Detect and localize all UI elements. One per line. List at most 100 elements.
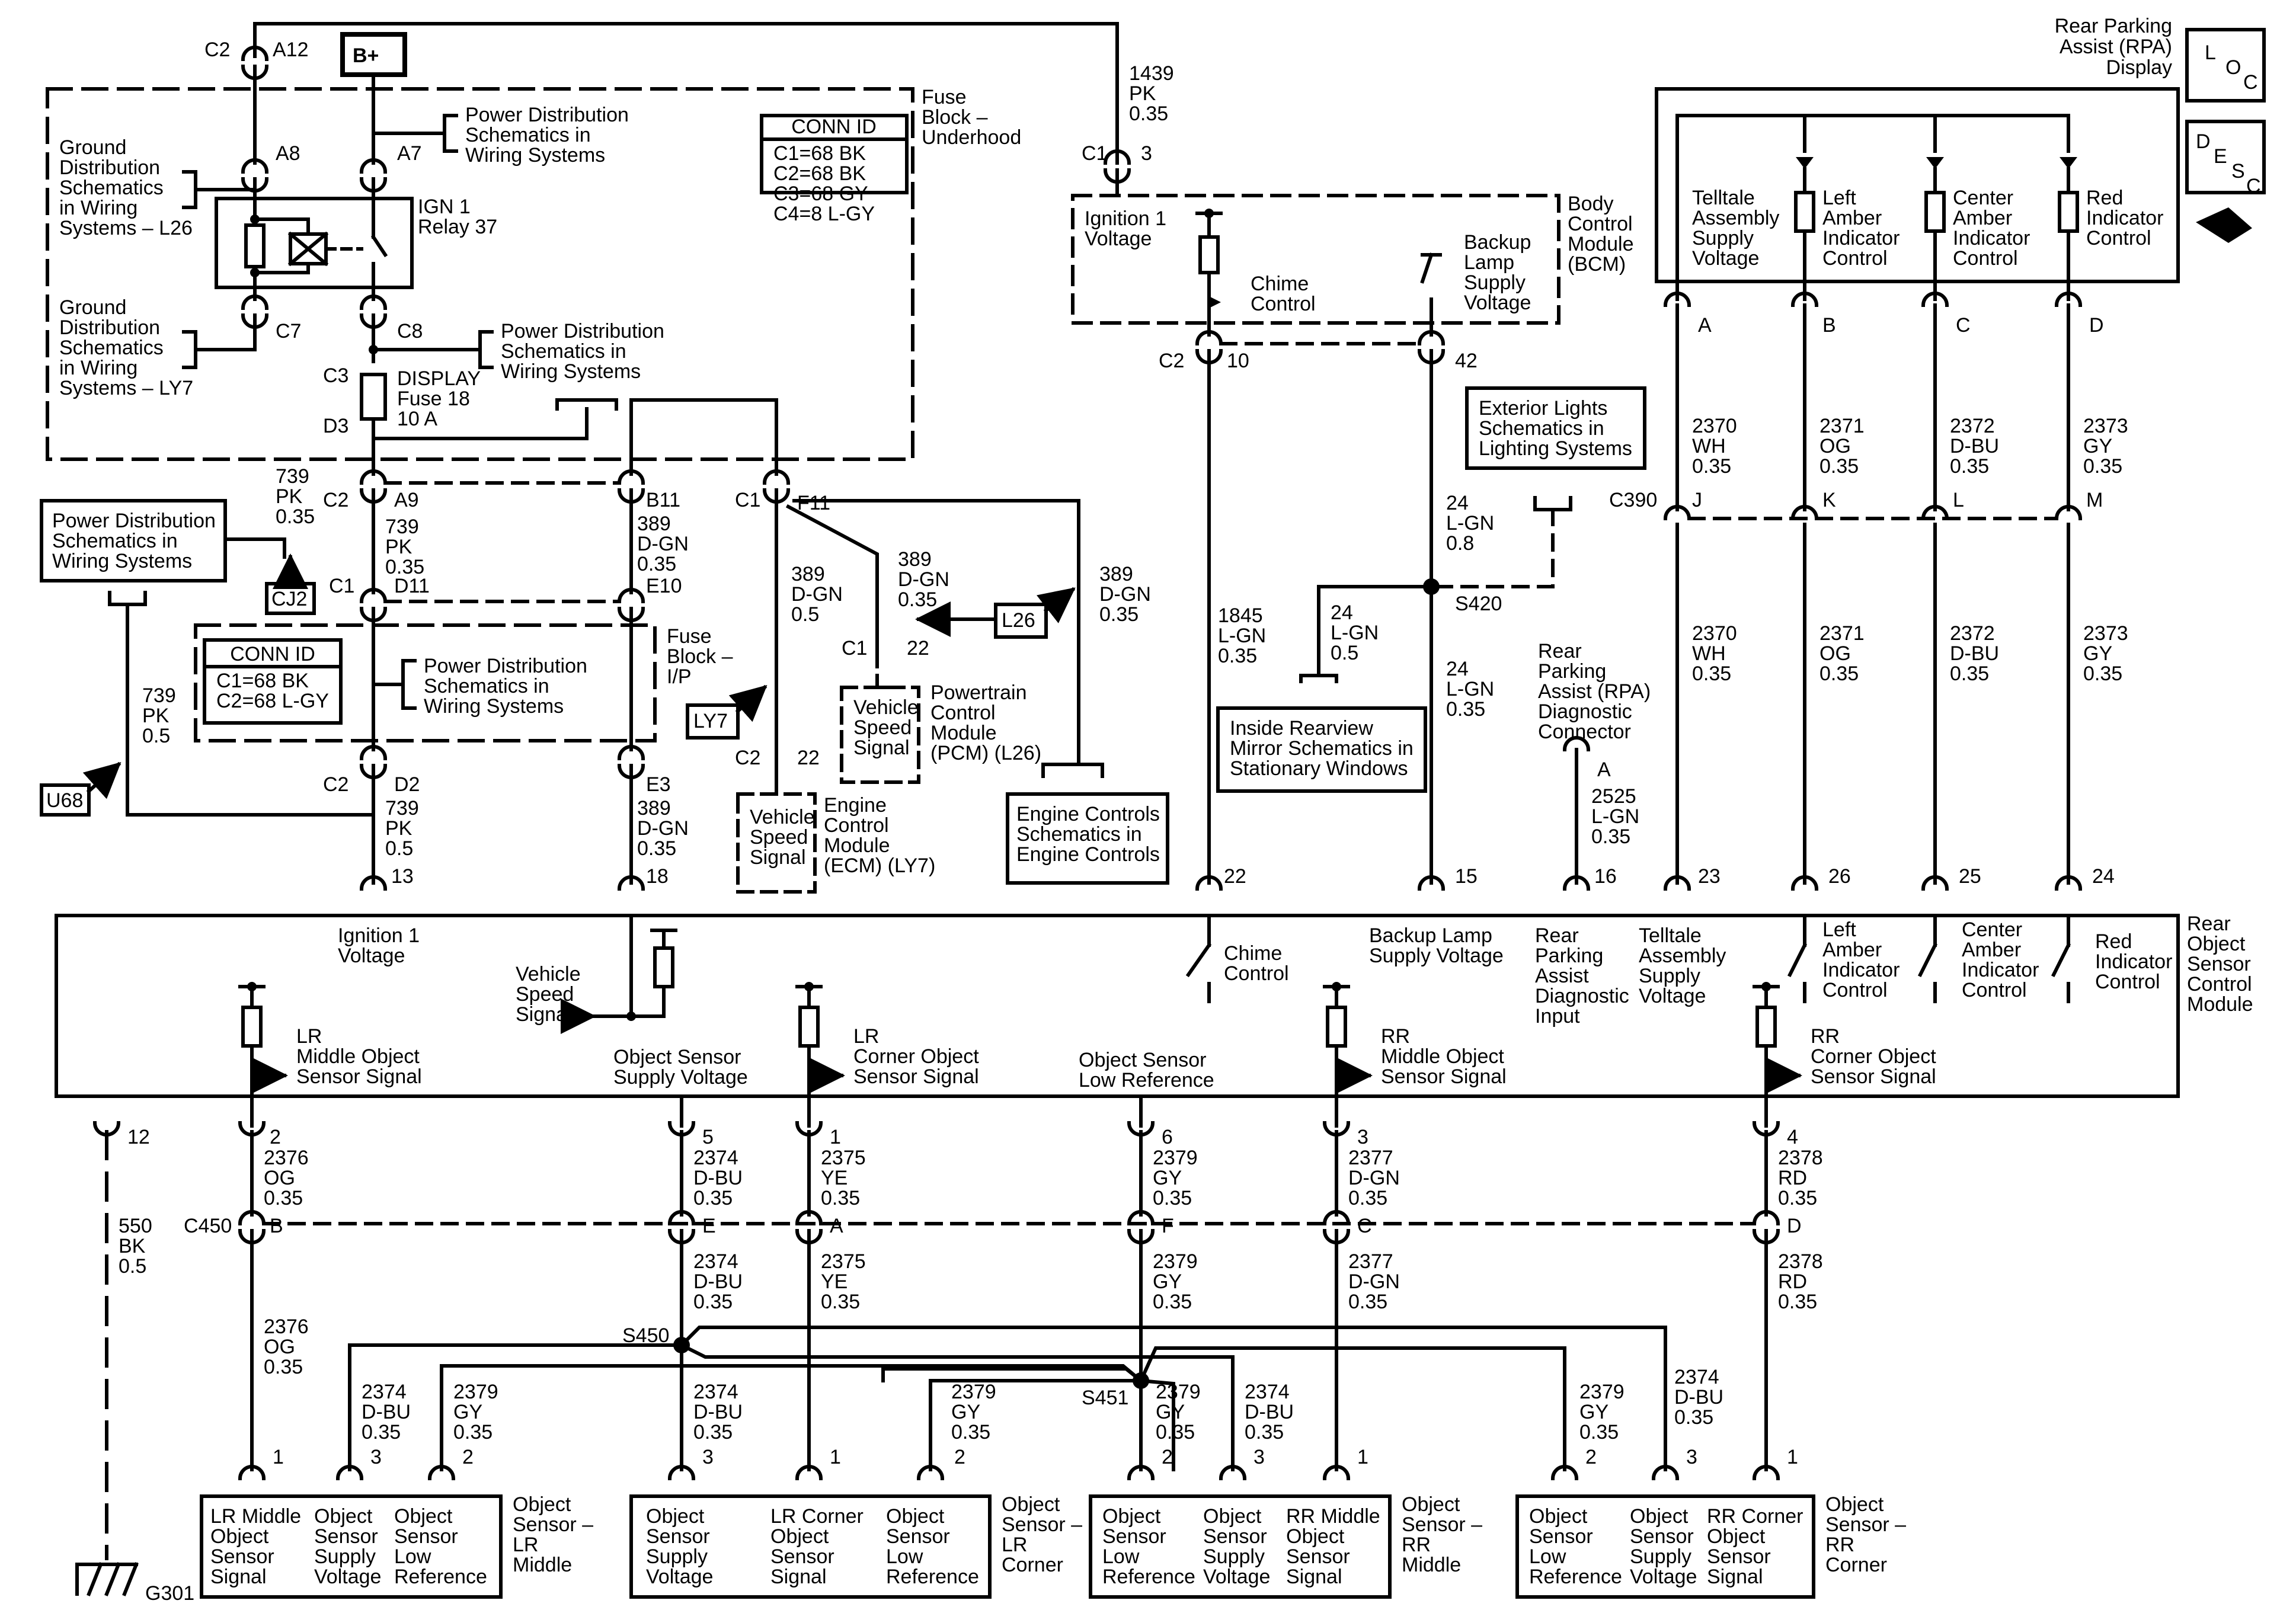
wire-label-389d-line: 0.35 (1099, 603, 1139, 626)
loc-icon-letter-c: C (2243, 71, 2258, 94)
label-c390: C390 (1609, 489, 1657, 511)
wire-label-24b-line: L-GN (1331, 622, 1379, 644)
module-telltale-label-line: Supply (1639, 965, 1700, 987)
bcm-backup-label-line: Supply (1464, 271, 1526, 294)
connector-a12 (241, 46, 269, 62)
engine-controls-ref-line: Engine Controls (1016, 803, 1160, 825)
module-lr-corner-label-line: Sensor Signal (853, 1065, 979, 1088)
module-lr-mid-label-line: LR (296, 1025, 322, 1048)
pin-22-ecm: 22 (797, 747, 820, 769)
label-c8: C8 (397, 320, 423, 343)
mirror-ref-line: Stationary Windows (1230, 757, 1408, 780)
pin-lrc-1: 1 (830, 1446, 841, 1468)
wire-label-2370a-line: WH (1692, 435, 1726, 457)
fuse-block-underhood-label-line: Underhood (922, 126, 1021, 149)
desc-icon-letter-d: D (2196, 130, 2211, 153)
module-red-label-line: Indicator (2095, 950, 2172, 973)
wire-label-2371a-line: 2371 (1819, 415, 1865, 437)
wire-label-24a-line: 0.8 (1446, 532, 1474, 555)
wire-label-2525-line: L-GN (1591, 805, 1639, 828)
connector-hand-icon (2196, 207, 2252, 243)
label-s450: S450 (622, 1324, 669, 1347)
wire-label-2373b-line: 2373 (2083, 622, 2128, 645)
sensor-rr-middle-signal-line: Sensor (1286, 1545, 1350, 1568)
wire-label-739a-line: PK (276, 485, 303, 508)
pin-12: 12 (127, 1126, 150, 1148)
sensor-lr-corner-supply-line: Sensor (646, 1525, 710, 1548)
module-vss-label-line: Vehicle (516, 963, 581, 985)
pin-2: 2 (270, 1126, 281, 1148)
sensor-rr-middle-name-line: Object (1402, 1493, 1460, 1516)
wire-label-2370a-line: 0.35 (1692, 455, 1731, 478)
ground-ref-l26-line: Distribution (59, 156, 160, 179)
wire-label-2372b-line: 2372 (1950, 622, 1995, 645)
sensor-lr-corner-supply-line: Object (646, 1505, 705, 1528)
display-left-amber-label-line: Control (1822, 247, 1888, 270)
mirror-ref-line: Inside Rearview (1230, 717, 1373, 740)
ecm-vss-label-line: Speed (750, 826, 808, 849)
sensor-rr-middle-supply-line: Sensor (1203, 1525, 1267, 1548)
pd-ref-ip-line: Power Distribution (424, 655, 587, 677)
bcm-outline (1071, 194, 1560, 325)
wire-label-1439-line: 1439 (1129, 62, 1174, 85)
pin-a-diag: A (1597, 758, 1611, 781)
module-low-ref-label-line: Object Sensor (1079, 1049, 1206, 1071)
label-c2-d2: C2 (323, 773, 348, 796)
sensor-rr-middle-lowref-line: Reference (1102, 1566, 1195, 1588)
pd-ref-left-line: Schematics in (52, 530, 178, 552)
ground-ref-ly7-line: in Wiring (59, 357, 137, 379)
wire-label-2372b-line: 0.35 (1950, 662, 1989, 685)
sensor-rr-corner-lowref-line: Low (1529, 1545, 1566, 1568)
sensor-lr-corner-signal-line: Signal (770, 1566, 827, 1588)
conn-id-title-underhood: CONN ID (791, 116, 877, 138)
wire-label-2372a-line: D-BU (1950, 435, 1999, 457)
wire-label-24c-line: 0.35 (1446, 698, 1485, 721)
pin-rrc-1: 1 (1787, 1446, 1798, 1468)
sensor-lr-middle-signal-line: Sensor (210, 1545, 274, 1568)
label-a9: A9 (394, 489, 419, 511)
wire-label-2372a-line: 2372 (1950, 415, 1995, 437)
wire-label-739d-line: 739 (385, 797, 419, 820)
sensor-lr-corner-signal-line: LR Corner (770, 1505, 864, 1528)
sensor-rr-corner-supply-line: Object (1630, 1505, 1689, 1528)
module-rpa-diag-label-line: Rear (1535, 924, 1579, 947)
pin-c450-b: B (270, 1215, 283, 1237)
pin-rrc-3: 3 (1686, 1446, 1697, 1468)
wire-label-739b-line: 0.35 (385, 556, 424, 578)
display-telltale-label-line: Voltage (1692, 247, 1759, 270)
wire-label-739a-line: 739 (276, 465, 309, 488)
bcm-label-line: Body (1568, 193, 1614, 215)
module-red-label-line: Red (2095, 930, 2132, 953)
sensor-rr-corner-signal-line: RR Corner (1707, 1505, 1803, 1528)
wire-label-2379a-line: GY (1153, 1167, 1182, 1189)
pin-23: 23 (1698, 865, 1721, 888)
fuse-block-underhood-outline (46, 87, 914, 461)
wire-label-2374e-line: 2374 (1245, 1381, 1290, 1403)
wire-label-2378a-line: 0.35 (1778, 1187, 1817, 1209)
pd-ref-left-line: Wiring Systems (52, 550, 192, 572)
wire-label-2377a-line: D-GN (1348, 1167, 1400, 1189)
display-telltale-label-line: Supply (1692, 227, 1754, 249)
wire-label-2374e-line: 0.35 (1245, 1421, 1284, 1443)
